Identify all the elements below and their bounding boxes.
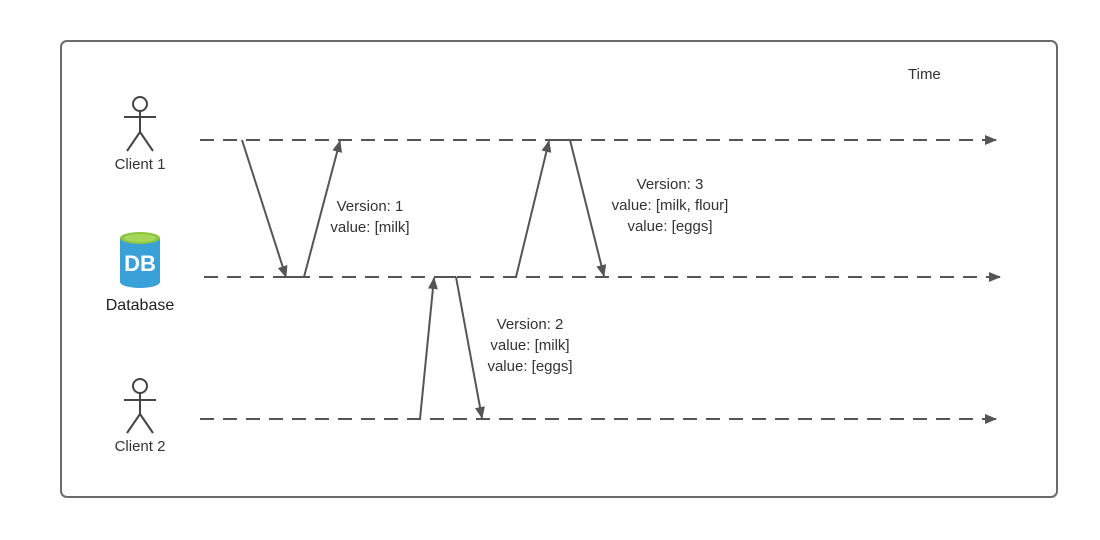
version1-note: Version: 1 value: [milk] [330, 196, 409, 238]
version1-line1: Version: 1 [336, 198, 404, 215]
client1-person-icon [124, 96, 156, 152]
database-icon [120, 232, 160, 288]
client1-to-db-path [569, 139, 607, 277]
client2-person-icon [124, 378, 156, 434]
diagram-frame [60, 40, 1058, 498]
version2-line1: Version: 2 [496, 316, 564, 333]
client2-request-path [419, 277, 438, 420]
client2-label: Client 2 [114, 438, 166, 455]
database-label: Database [105, 297, 175, 314]
version2-line2: value: [milk] [490, 337, 570, 354]
version3-line2: value: [milk, flour] [611, 197, 729, 214]
client1-response-1-path [303, 140, 343, 278]
version3-line3: value: [eggs] [627, 218, 713, 235]
time-label: Time [908, 66, 941, 83]
client2-response-path [455, 276, 485, 419]
database-icon-text: DB [124, 251, 156, 276]
client1-label: Client 1 [114, 156, 166, 173]
version3-line1: Version: 3 [636, 176, 704, 193]
version2-note: Version: 2 value: [milk] value: [eggs] [487, 314, 572, 377]
version1-line2: value: [milk] [330, 219, 410, 236]
db-to-client1-path [515, 140, 552, 278]
version2-line3: value: [eggs] [487, 358, 573, 375]
client1-request-1-path [241, 139, 288, 278]
version3-note: Version: 3 value: [milk, flour] value: [… [612, 174, 729, 237]
